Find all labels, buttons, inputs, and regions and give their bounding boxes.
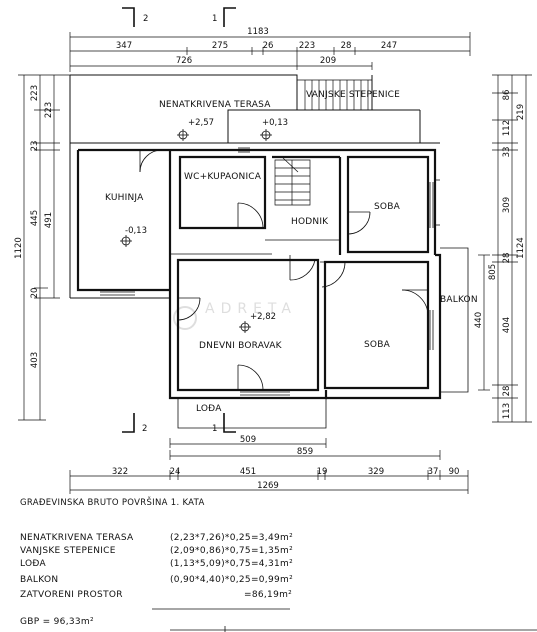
section-mark-top-right-label: 1 — [212, 14, 217, 24]
section-mark-bottom-left — [122, 413, 135, 433]
inner-lines — [100, 147, 469, 429]
dim-top-223: 223 — [299, 41, 315, 51]
dim-right-28a: 28 — [502, 253, 512, 264]
table-title: GRAĐEVINSKA BRUTO POVRŠINA 1. KATA — [20, 496, 205, 508]
table-row-label: ZATVORENI PROSTOR — [20, 590, 123, 600]
dim-right-33: 33 — [502, 147, 512, 158]
dim-left-223a: 223 — [30, 85, 40, 101]
dim-left-491: 491 — [44, 212, 54, 228]
dim-right-309: 309 — [502, 197, 512, 213]
dim-top-275: 275 — [212, 41, 228, 51]
external-stairs — [297, 79, 372, 110]
dim-right-219: 219 — [516, 104, 526, 120]
level-kitchen: -0,13 — [125, 226, 147, 236]
table-row-formula: (0,90*4,40)*0,25=0,99m² — [170, 575, 293, 585]
dim-bottom-37: 37 — [428, 467, 439, 477]
right-dimension-lines — [478, 74, 532, 423]
dim-top-total: 1183 — [247, 27, 269, 37]
room-label-kitchen: KUHINJA — [105, 193, 144, 203]
doors — [139, 149, 429, 391]
title-block-edge — [170, 626, 537, 632]
table-row-label: VANJSKE STEPENICE — [20, 546, 116, 556]
room-label-balcony: BALKON — [440, 295, 478, 305]
dim-right-total: 1124 — [516, 237, 526, 259]
dim-right-440: 440 — [474, 312, 484, 328]
section-mark-bottom-left-label: 2 — [142, 424, 147, 434]
dim-right-112: 112 — [502, 120, 512, 136]
dim-bottom-451: 451 — [240, 467, 256, 477]
walls — [69, 74, 440, 299]
watermark-logo — [173, 306, 197, 330]
section-mark-top-right — [223, 7, 236, 27]
dim-right-86: 86 — [502, 90, 512, 101]
section-mark-bottom-right — [223, 413, 236, 433]
dim-left-445: 445 — [30, 210, 40, 226]
dim-bottom-19: 19 — [317, 467, 328, 477]
section-mark-bottom-right-label: 1 — [212, 424, 217, 434]
level-terrace-a: +2,57 — [188, 118, 214, 128]
dim-bottom-322: 322 — [112, 467, 128, 477]
dim-top-26: 26 — [263, 41, 274, 51]
dim-top-347: 347 — [116, 41, 132, 51]
dim-top-247: 247 — [381, 41, 397, 51]
watermark: ADRETA — [205, 301, 297, 317]
room-label-terrace: NENATKRIVENA TERASA — [159, 100, 271, 110]
dim-left-403: 403 — [30, 352, 40, 368]
table-row-formula: =86,19m² — [244, 590, 292, 600]
dim-bottom-859: 859 — [297, 447, 313, 457]
top-dimension-lines — [69, 32, 471, 72]
dim-left-20: 20 — [30, 288, 40, 299]
dim-left-total: 1120 — [14, 237, 24, 259]
room-label-loggia: LOĐA — [196, 404, 222, 414]
left-dimension-lines — [18, 74, 72, 421]
main-walls — [76, 148, 442, 400]
section-mark-top-left — [122, 7, 135, 27]
table-row-formula: (1,13*5,09)*0,75=4,31m² — [170, 559, 293, 569]
table-row-label: BALKON — [20, 575, 58, 585]
dim-top-209: 209 — [320, 56, 336, 66]
level-terrace-b: +0,13 — [262, 118, 288, 128]
room-label-stairs: VANJSKE STEPENICE — [306, 90, 400, 100]
level-markers — [120, 129, 272, 333]
dim-bottom-329: 329 — [368, 467, 384, 477]
dim-left-23: 23 — [30, 141, 40, 152]
dim-bottom-90: 90 — [449, 467, 460, 477]
dim-top-726: 726 — [176, 56, 192, 66]
dim-right-805: 805 — [488, 264, 498, 280]
dim-right-404: 404 — [502, 317, 512, 333]
dim-right-28b: 28 — [502, 386, 512, 397]
room-label-hall: HODNIK — [291, 217, 329, 227]
room-label-room1: SOBA — [374, 202, 401, 212]
table-row-label: LOĐA — [20, 559, 46, 569]
room-label-room2: SOBA — [364, 340, 391, 350]
level-living: +2,82 — [250, 312, 276, 322]
room-label-living: DNEVNI BORAVAK — [199, 341, 283, 351]
section-mark-top-left-label: 2 — [143, 14, 148, 24]
dim-bottom-total: 1269 — [257, 481, 279, 491]
bottom-dimension-lines — [69, 438, 469, 494]
room-label-wc: WC+KUPAONICA — [184, 172, 262, 182]
dim-top-28: 28 — [341, 41, 352, 51]
dim-left-223b: 223 — [44, 102, 54, 118]
table-row-label: NENATKRIVENA TERASA — [20, 533, 134, 543]
internal-stairs — [274, 157, 311, 206]
dim-bottom-509: 509 — [240, 435, 256, 445]
dim-right-113: 113 — [502, 403, 512, 419]
table-row-formula: (2,09*0,86)*0,75=1,35m² — [170, 546, 293, 556]
dim-bottom-24: 24 — [170, 467, 181, 477]
table-row-formula: (2,23*7,26)*0,25=3,49m² — [170, 533, 293, 543]
table-total: GBP = 96,33m² — [20, 617, 94, 627]
